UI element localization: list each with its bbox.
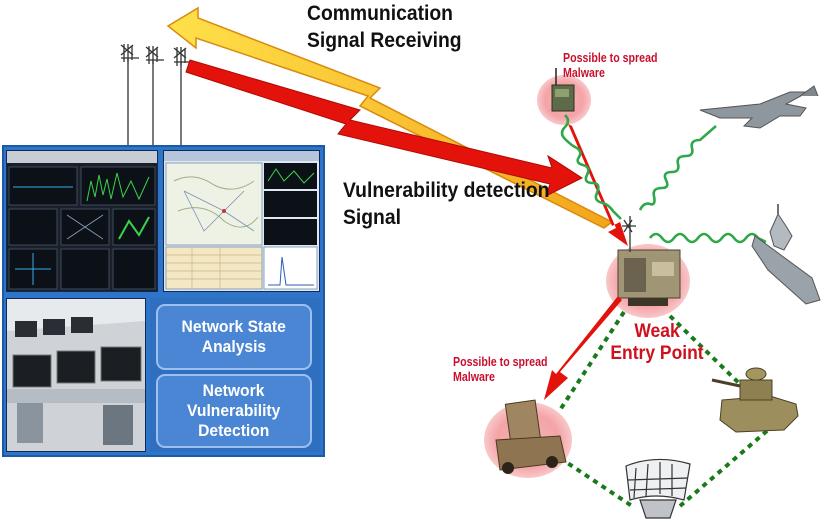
button-label-line: Network (203, 381, 265, 400)
vulnerability-signal-label: Vulnerability detection Signal (343, 177, 549, 231)
wireless-link (638, 125, 717, 211)
malware-warning-top: Possible to spread Malware (563, 51, 657, 81)
radar-truck-node (484, 399, 572, 478)
antenna-array (120, 44, 192, 145)
wireless-link (648, 232, 767, 244)
wireless-links (560, 114, 767, 244)
detection-arrow (185, 59, 584, 197)
radio-device-node (537, 68, 591, 125)
antenna-icon (173, 47, 192, 145)
mobile-shelter-icon (617, 249, 681, 306)
malware-warning-left: Possible to spread Malware (453, 355, 547, 385)
radar-dish-icon (625, 458, 691, 519)
monitor-screen-right (163, 150, 320, 292)
network-map-display (164, 151, 319, 290)
weak-entry-point-label: Weak Entry Point (606, 321, 707, 365)
radar-truck-icon (495, 399, 567, 474)
network-link (678, 428, 770, 508)
wireless-link (560, 114, 622, 220)
label-line: Weak (634, 321, 680, 342)
analysis-buttons-area: Network State Analysis Network Vulnerabi… (150, 298, 320, 452)
label-line: Entry Point (610, 343, 704, 364)
label-line: Malware (563, 66, 605, 80)
malware-spread-arrow (544, 296, 622, 400)
label-line: Vulnerability detection (343, 179, 550, 202)
antenna-icon (120, 44, 139, 145)
label-line: Possible to spread (453, 355, 548, 369)
network-link (668, 314, 746, 390)
warship-icon (751, 204, 821, 305)
button-label-line: Vulnerability (187, 401, 281, 420)
button-label-line: Detection (198, 421, 270, 440)
communication-arrow (166, 6, 614, 229)
communication-signal-label: Communication Signal Receiving (307, 0, 462, 54)
monitor-screen-left (6, 150, 158, 292)
label-line: Signal Receiving (307, 29, 462, 52)
antenna-icon (145, 46, 164, 145)
radio-device-icon (551, 84, 575, 112)
tank-icon (711, 367, 799, 433)
network-state-analysis-button[interactable]: Network State Analysis (156, 304, 312, 370)
network-vulnerability-detection-button[interactable]: Network Vulnerability Detection (156, 374, 312, 448)
label-line: Possible to spread (563, 51, 658, 65)
monitor-graphs (7, 151, 157, 290)
label-line: Signal (343, 206, 401, 229)
network-links (558, 310, 770, 508)
control-room-interior (7, 299, 145, 451)
label-line: Communication (307, 2, 453, 25)
label-line: Malware (453, 370, 495, 384)
antenna-icon (622, 216, 636, 252)
control-room-photo (6, 298, 146, 452)
button-label-line: Network State (181, 317, 287, 336)
fighter-jet-icon (699, 85, 819, 129)
button-label-line: Analysis (201, 337, 267, 356)
weak-entry-node (606, 216, 690, 318)
network-link (558, 456, 634, 508)
red-link-arrow (568, 124, 628, 246)
